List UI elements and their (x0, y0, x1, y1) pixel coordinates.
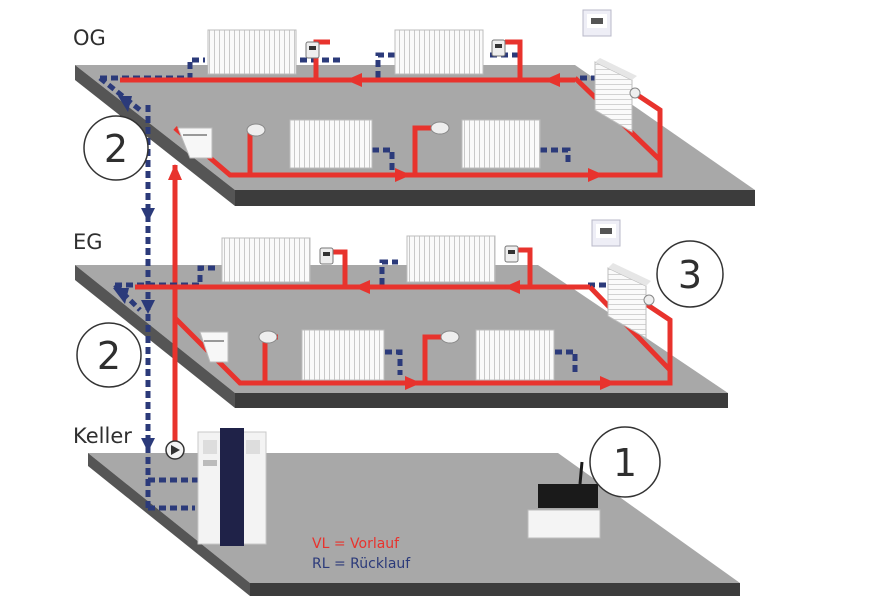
eg-radiator-back-right (406, 235, 519, 283)
marker-keller-1-label: 1 (613, 441, 637, 485)
eg-room-controller-icon (591, 219, 621, 247)
thermostat-valve-icon (440, 330, 460, 344)
boiler-unit (197, 428, 267, 546)
thermostat-valve-icon (491, 39, 506, 57)
og-room-controller-icon (582, 9, 612, 37)
floor-label-eg: EG (73, 230, 103, 254)
og-radiator-front-left (246, 119, 373, 169)
marker-eg-3: 3 (656, 240, 724, 308)
eg-radiator-front-left (258, 329, 385, 381)
og-radiator-back-left (207, 29, 320, 75)
thermostat-valve-icon (305, 41, 320, 59)
marker-eg-2-label: 2 (97, 334, 121, 378)
marker-og-2: 2 (83, 115, 149, 181)
marker-og-2-label: 2 (104, 127, 128, 171)
thermostat-valve-icon (319, 247, 334, 265)
gateway-box-icon (527, 461, 601, 539)
eg-flow-arrows (354, 280, 616, 390)
eg-radiator-side (607, 263, 655, 339)
og-flow-arrows (346, 73, 604, 182)
og-radiator-back-right (394, 29, 506, 75)
thermostat-valve-icon (258, 330, 278, 344)
thermostat-valve-icon (430, 121, 450, 135)
eg-sensor-card (199, 331, 229, 363)
og-radiator-front-right (430, 119, 541, 169)
eg-floor (75, 265, 728, 408)
marker-keller-1: 1 (589, 426, 661, 498)
marker-eg-2: 2 (76, 322, 142, 388)
og-sensor-card (177, 127, 213, 159)
thermostat-valve-icon (246, 123, 266, 137)
thermostat-valve-icon (504, 245, 519, 263)
og-radiator-side (594, 58, 641, 133)
legend-ruecklauf: RL = Rücklauf (312, 556, 411, 572)
supply-up-arrow (168, 164, 182, 180)
eg-return-pipes (113, 259, 606, 375)
eg-radiator-front-right (440, 329, 555, 381)
legend-vorlauf: VL = Vorlauf (312, 536, 400, 552)
pump-icon (165, 440, 185, 460)
floor-label-og: OG (73, 26, 106, 50)
marker-eg-3-label: 3 (678, 253, 702, 297)
eg-radiator-back-left (221, 237, 334, 283)
floor-label-keller: Keller (73, 424, 132, 448)
